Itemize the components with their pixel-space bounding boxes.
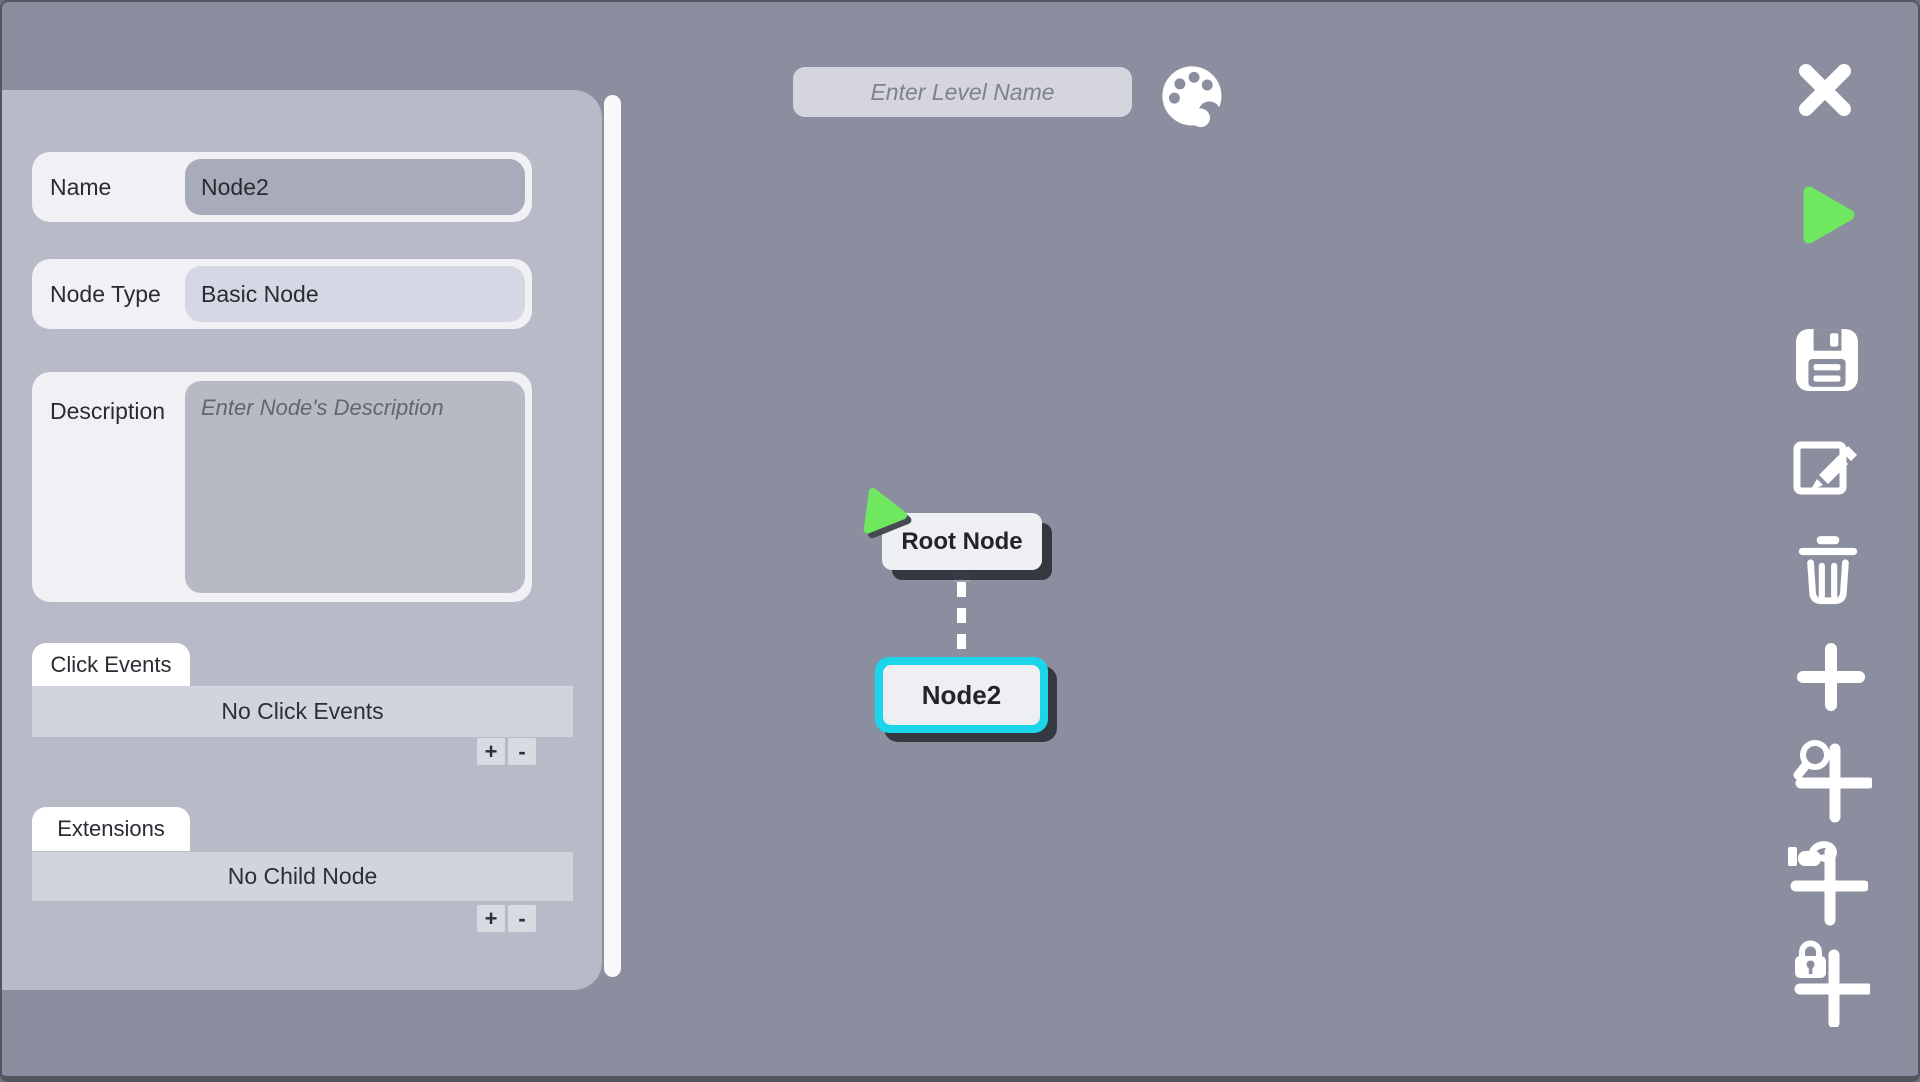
tab-extensions[interactable]: Extensions [32,807,190,851]
add-click-event-button[interactable]: + [477,738,505,765]
hand-plus-icon [1788,841,1868,926]
palette-icon [1162,66,1222,128]
node-type-row: Node Type Basic Node [32,259,532,329]
edit-icon [1793,441,1857,495]
edge-connector-stub [954,570,970,582]
name-label: Name [50,173,112,200]
node-type-select[interactable]: Basic Node [185,266,525,322]
close-button[interactable] [1792,57,1858,123]
description-row: Description [32,372,532,602]
node2-label: Node2 [883,665,1040,725]
trash-icon [1798,536,1858,605]
delete-button[interactable] [1795,533,1861,611]
lock-plus-icon [1794,940,1870,1027]
save-icon [1796,329,1858,391]
description-textarea[interactable] [185,381,525,593]
add-lock-node-button[interactable] [1792,940,1870,1027]
edit-button[interactable] [1792,428,1862,500]
run-button[interactable] [1792,180,1862,250]
add-extension-button[interactable]: + [477,905,505,932]
root-play-marker-icon [863,487,912,539]
graph-node-root[interactable]: Root Node [863,487,1042,570]
click-events-empty-list: No Click Events [32,686,573,737]
node-inspector-panel: Name Node Type Basic Node Description Cl… [2,90,602,990]
description-label: Description [50,398,166,424]
node-name-input[interactable] [185,159,525,215]
extensions-empty-list: No Child Node [32,852,573,901]
edge-dashed-line [957,582,966,658]
play-icon [1803,186,1855,244]
root-node-label: Root Node [901,527,1023,555]
close-icon [1799,64,1851,116]
name-row: Name [32,152,532,222]
add-node-button[interactable] [1795,641,1867,713]
palette-button[interactable] [1158,62,1228,128]
save-button[interactable] [1794,327,1860,393]
remove-click-event-button[interactable]: - [508,738,536,765]
tab-click-events[interactable]: Click Events [32,643,190,686]
add-zoom-node-button[interactable] [1792,735,1872,823]
add-drag-node-button[interactable] [1788,840,1868,926]
level-name-input[interactable] [793,67,1132,117]
remove-extension-button[interactable]: - [508,905,536,932]
inspector-scrollbar[interactable] [604,95,621,977]
graph-node-node2[interactable]: Node2 [875,657,1048,733]
node-type-label: Node Type [50,280,161,307]
magnifier-plus-icon [1793,740,1872,823]
plus-icon [1797,643,1865,711]
